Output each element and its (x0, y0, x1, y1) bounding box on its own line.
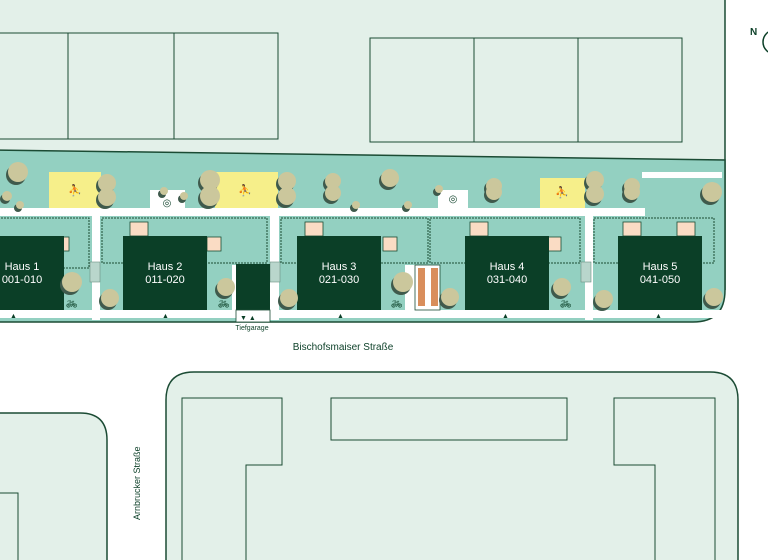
entrance-icon: ▲ (655, 313, 662, 320)
playground-icon: ⛹ (555, 185, 569, 199)
garage-ramp (236, 264, 270, 310)
garage-label: Tiefgarage (235, 325, 268, 332)
south-block (165, 371, 739, 560)
bench (431, 268, 438, 306)
tree (484, 184, 502, 203)
tree (14, 201, 24, 212)
house-name: Haus 5 (643, 261, 678, 273)
tree (96, 188, 116, 209)
tree (0, 191, 12, 204)
tree (99, 289, 119, 310)
house-units: 041-050 (640, 274, 680, 286)
house-units: 001-010 (2, 274, 42, 286)
entrance-icon: ▲ (337, 313, 344, 320)
house-units: 011-020 (145, 274, 185, 286)
tree (379, 169, 399, 190)
bicycle-icon: 🚲︎ (391, 299, 402, 309)
tree (551, 278, 571, 299)
house-name: Haus 3 (322, 261, 357, 273)
tree (433, 185, 443, 196)
playgrounds (49, 172, 585, 208)
house-name: Haus 1 (5, 261, 40, 273)
entrance-icon: ▲ (502, 313, 509, 320)
tree (178, 192, 188, 203)
tree (60, 272, 82, 295)
entrance-icon: ▲ (162, 313, 169, 320)
tree (215, 278, 235, 299)
tree (584, 185, 604, 206)
bicycle-icon: 🚲︎ (560, 299, 571, 309)
tree (622, 184, 640, 203)
compass-north-label: N (750, 27, 757, 38)
tree (278, 289, 298, 310)
stairs (89, 261, 592, 283)
tree (391, 272, 413, 295)
compass-icon (762, 31, 768, 53)
waste-icon: ◎ (163, 198, 172, 209)
bench (418, 268, 425, 306)
tree (593, 290, 613, 311)
bicycle-icon: 🚲︎ (66, 299, 77, 309)
waste-icon: ◎ (449, 194, 458, 205)
playground-icon: ⛹ (238, 183, 252, 197)
tree (158, 187, 168, 198)
house-name: Haus 4 (490, 261, 525, 273)
entrance-icon: ▲ (10, 313, 17, 320)
playground-icon: ⛹ (68, 183, 82, 197)
street-label-arnbrucker: Arnbrucker Straße (132, 446, 142, 520)
tree (276, 187, 296, 208)
tree (6, 162, 28, 185)
tree (700, 182, 722, 205)
street-label-bischofsmaiser: Bischofsmaiser Straße (293, 342, 394, 353)
house-units: 021-030 (319, 274, 359, 286)
svg-text:▼ ▲: ▼ ▲ (240, 315, 256, 322)
house-name: Haus 2 (148, 261, 183, 273)
tree (703, 288, 723, 309)
tree (439, 288, 459, 309)
tree (323, 185, 341, 204)
garage-entrance[interactable] (235, 309, 271, 323)
bicycle-icon: 🚲︎ (218, 299, 229, 309)
tree (350, 201, 360, 212)
tree (402, 201, 412, 212)
house-units: 031-040 (487, 274, 527, 286)
tree (198, 186, 220, 209)
north-buildings (0, 32, 683, 143)
southwest-block (0, 412, 108, 560)
north-neighbour-block (0, 0, 725, 160)
